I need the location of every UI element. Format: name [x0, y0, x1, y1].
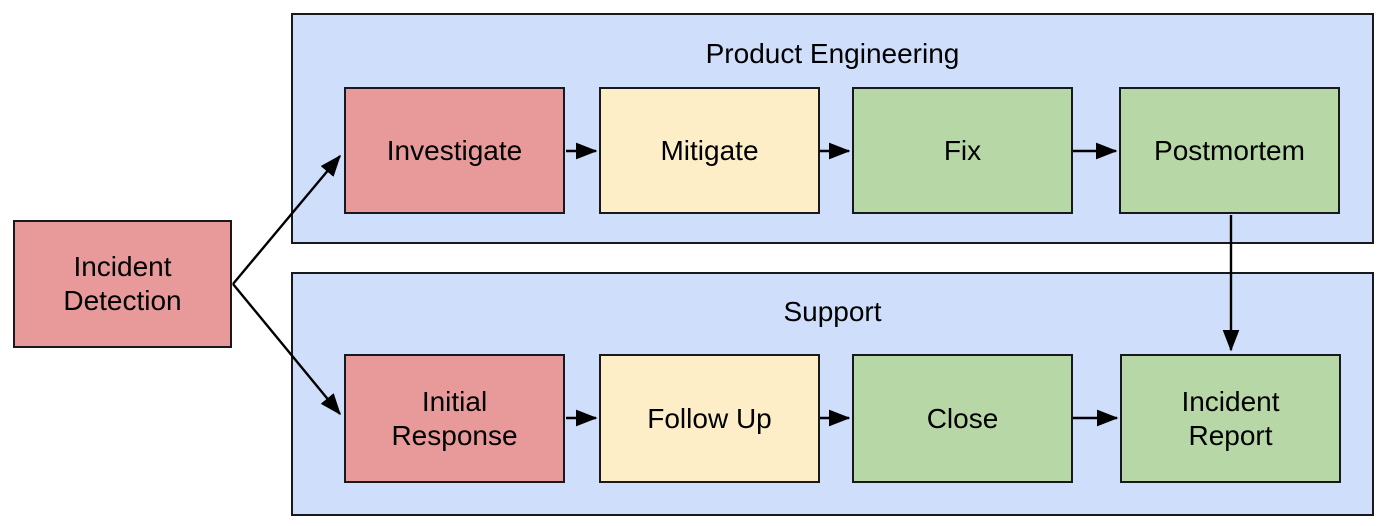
node-incident-report[interactable]: Incident Report: [1120, 354, 1341, 483]
node-investigate[interactable]: Investigate: [344, 87, 565, 214]
node-postmortem[interactable]: Postmortem: [1119, 87, 1340, 214]
node-mitigate[interactable]: Mitigate: [599, 87, 820, 214]
node-fix[interactable]: Fix: [852, 87, 1073, 214]
node-incident-detection[interactable]: Incident Detection: [13, 220, 232, 348]
swimlane-title-support: Support: [783, 296, 882, 327]
node-close[interactable]: Close: [852, 354, 1073, 483]
node-follow-up[interactable]: Follow Up: [599, 354, 820, 483]
swimlane-title-product-engineering: Product Engineering: [705, 38, 960, 69]
node-initial-response[interactable]: Initial Response: [344, 354, 565, 483]
